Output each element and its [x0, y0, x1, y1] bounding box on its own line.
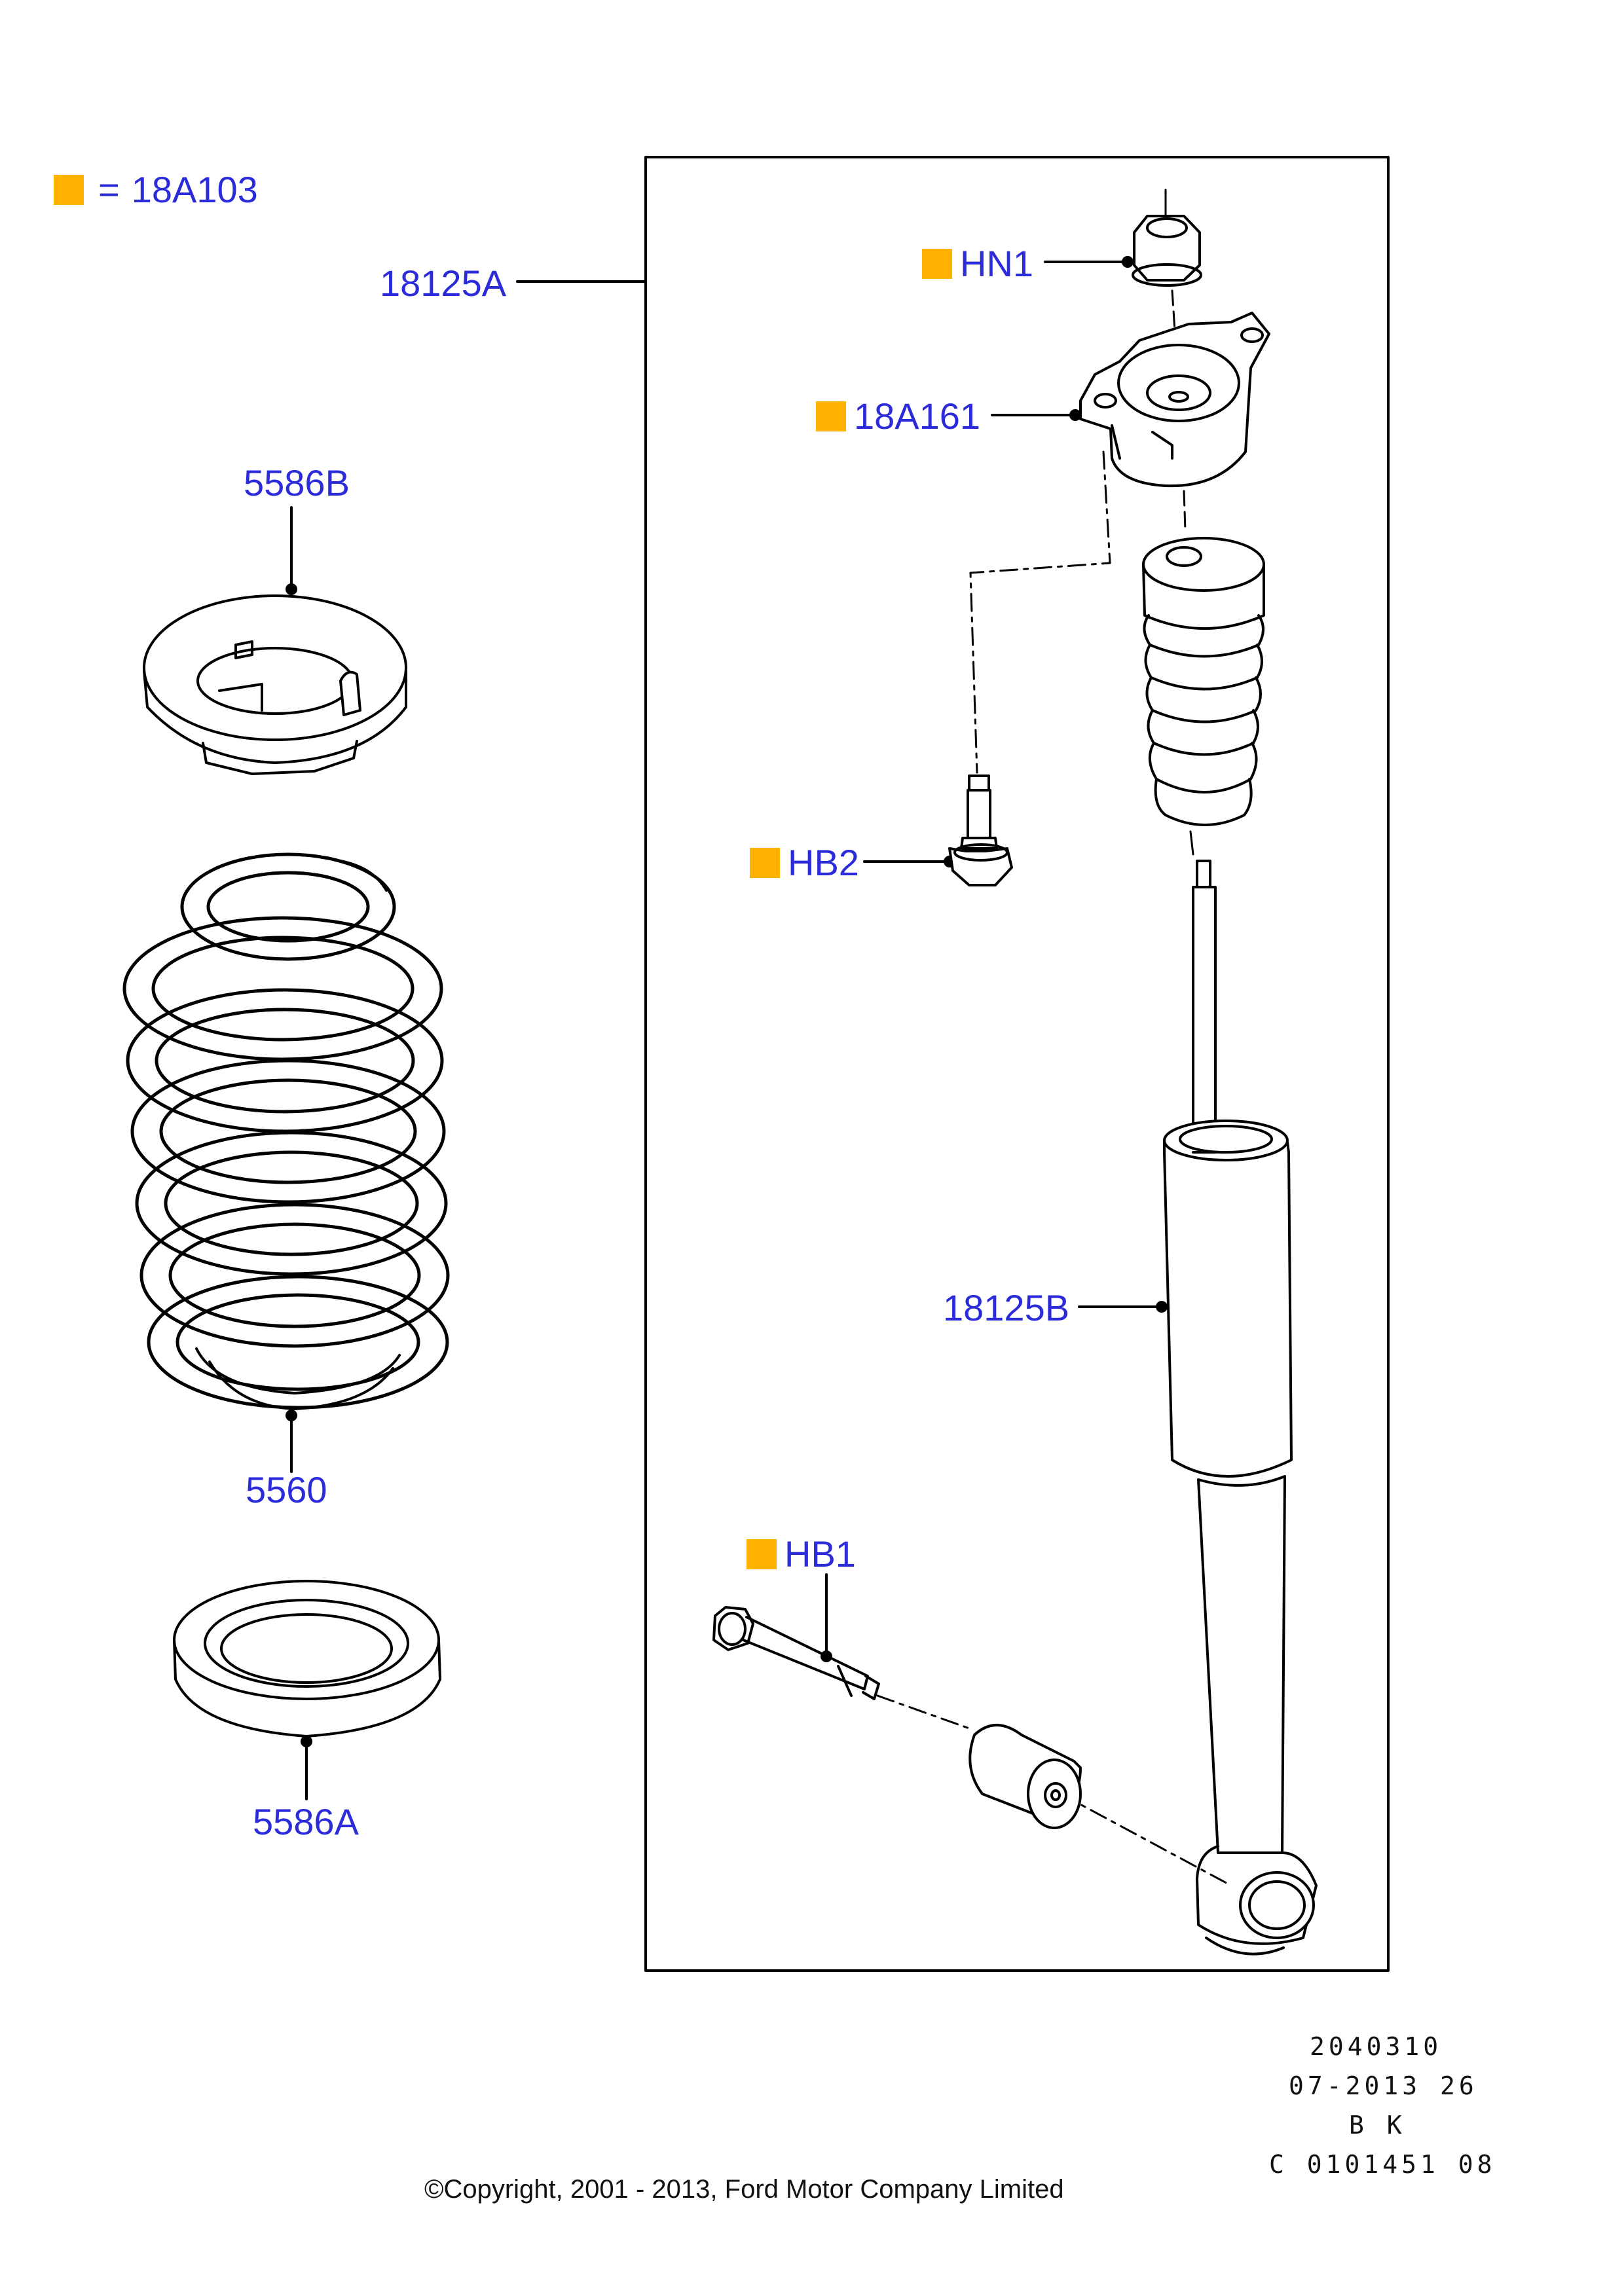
bolt-hb2-part	[948, 774, 1013, 886]
label-HN1: HN1	[922, 246, 1033, 282]
meta-line-1: 2040310	[1310, 2032, 1443, 2061]
label-HB1: HB1	[747, 1536, 856, 1573]
marker-square-icon	[54, 175, 84, 205]
label-5560: 5560	[246, 1469, 327, 1510]
label-18125A: 18125A	[380, 263, 507, 304]
label-5586A: 5586A	[253, 1801, 359, 1842]
label-HB2: HB2	[750, 845, 859, 881]
meta-line-4: C 0101451 08	[1269, 2150, 1496, 2179]
legend: = 18A103	[54, 172, 258, 208]
nut-hn1-part	[1132, 215, 1202, 287]
marker-square-icon	[922, 249, 952, 279]
label-18125B: 18125B	[943, 1287, 1070, 1328]
top-mount-part	[1079, 312, 1270, 488]
shock-absorber-part	[1163, 860, 1318, 1956]
marker-square-icon	[747, 1539, 777, 1569]
label-18A161: 18A161	[816, 398, 980, 435]
upper-spring-seat-part	[143, 594, 407, 775]
bump-stop-part	[1142, 537, 1265, 826]
bushing-part	[969, 1724, 1082, 1829]
meta-line-2: 07-2013 26	[1289, 2071, 1478, 2100]
legend-equals: =	[98, 169, 120, 210]
copyright: ©Copyright, 2001 - 2013, Ford Motor Comp…	[424, 2175, 1064, 2204]
assembly-frame	[644, 156, 1390, 1972]
bolt-hb1-part	[712, 1606, 880, 1700]
lower-spring-seat-part	[173, 1580, 441, 1738]
meta-line-3: B K	[1349, 2111, 1406, 2140]
marker-square-icon	[816, 401, 846, 431]
coil-spring-part	[122, 852, 450, 1410]
marker-square-icon	[750, 848, 780, 878]
label-5586B: 5586B	[244, 462, 350, 503]
legend-code: 18A103	[131, 169, 258, 210]
